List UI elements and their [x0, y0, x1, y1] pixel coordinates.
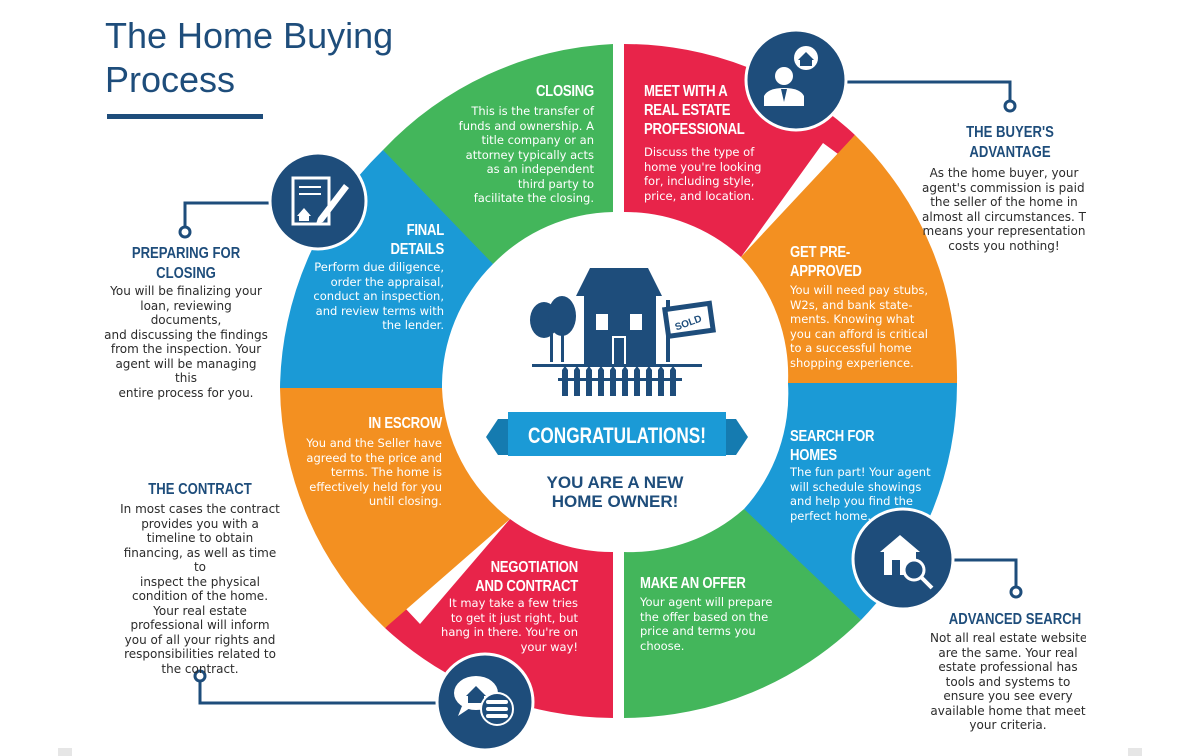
- segment-meet-text: MEET WITH A REAL ESTATE PROFESSIONAL Dis…: [644, 83, 762, 203]
- connectors: [183, 80, 1018, 705]
- house-search-icon: [851, 507, 955, 611]
- frame-corner-left: [58, 748, 72, 756]
- document-sign-icon: [268, 151, 368, 251]
- segment-negotiation: [385, 519, 613, 718]
- segment-closing-text: CLOSING This is the transfer of funds an…: [458, 83, 595, 205]
- segment-preapproved-text: GET PRE-APPROVED You will need pay stubs…: [790, 244, 929, 370]
- agent-icon: [744, 28, 848, 132]
- segment-closing: [383, 44, 613, 264]
- segment-offer-text: MAKE AN OFFER Your agent will prepare th…: [640, 575, 773, 653]
- frame-corner-right: [1128, 748, 1142, 756]
- segment-final-text: FINAL DETAILS Perform due diligence, ord…: [313, 222, 444, 332]
- segment-escrow-text: IN ESCROW You and the Seller have agreed…: [306, 415, 442, 508]
- note-advanced-search: ADVANCED SEARCH Not all real estate webs…: [930, 611, 1086, 732]
- note-the-contract: THE CONTRACT In most cases the contract …: [120, 481, 280, 676]
- title-underline: [107, 114, 263, 119]
- segment-preapproved: [741, 135, 958, 398]
- segment-negotiation-text: NEGOTIATION AND CONTRACT It may take a f…: [441, 559, 578, 654]
- congrats-text: CONGRATULATIONS!: [528, 423, 706, 448]
- house-scene-icon: [530, 268, 716, 396]
- segment-search-text: SEARCH FOR HOMES The fun part! Your agen…: [790, 428, 931, 523]
- segment-escrow: [280, 369, 510, 628]
- note-preparing-for-closing: PREPARING FOR CLOSING You will be finali…: [104, 245, 268, 400]
- page-title: The Home Buying Process: [105, 15, 394, 100]
- segment-offer: [624, 509, 861, 718]
- congrats-banner: CONGRATULATIONS!: [486, 412, 748, 456]
- negotiation-coins-icon: [435, 652, 535, 752]
- note-buyers-advantage: THE BUYER'S ADVANTAGE As the home buyer,…: [922, 124, 1086, 253]
- new-home-owner-text: YOU ARE A NEW HOME OWNER!: [546, 473, 684, 511]
